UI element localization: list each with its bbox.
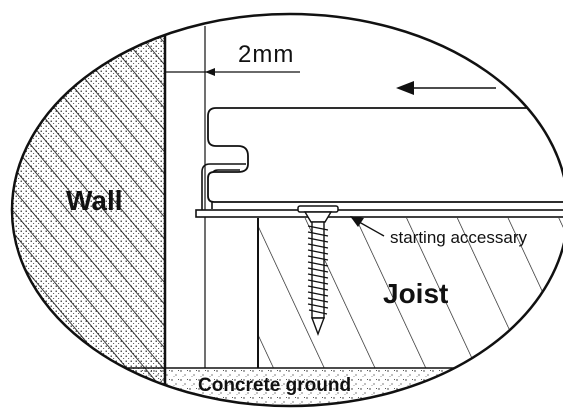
gap-label: 2mm <box>238 41 294 68</box>
decking-board <box>207 107 563 203</box>
wall-label: Wall <box>66 185 123 216</box>
direction-arrow <box>396 81 496 95</box>
detail-oval-frame <box>10 12 563 408</box>
gap-dimension: 2mm <box>165 41 300 76</box>
joist-label: Joist <box>383 278 448 309</box>
accessory-label: starting accessary <box>390 228 527 247</box>
screw <box>297 205 339 336</box>
accessory-leader <box>350 216 385 237</box>
ground-label: Concrete ground <box>198 375 351 396</box>
